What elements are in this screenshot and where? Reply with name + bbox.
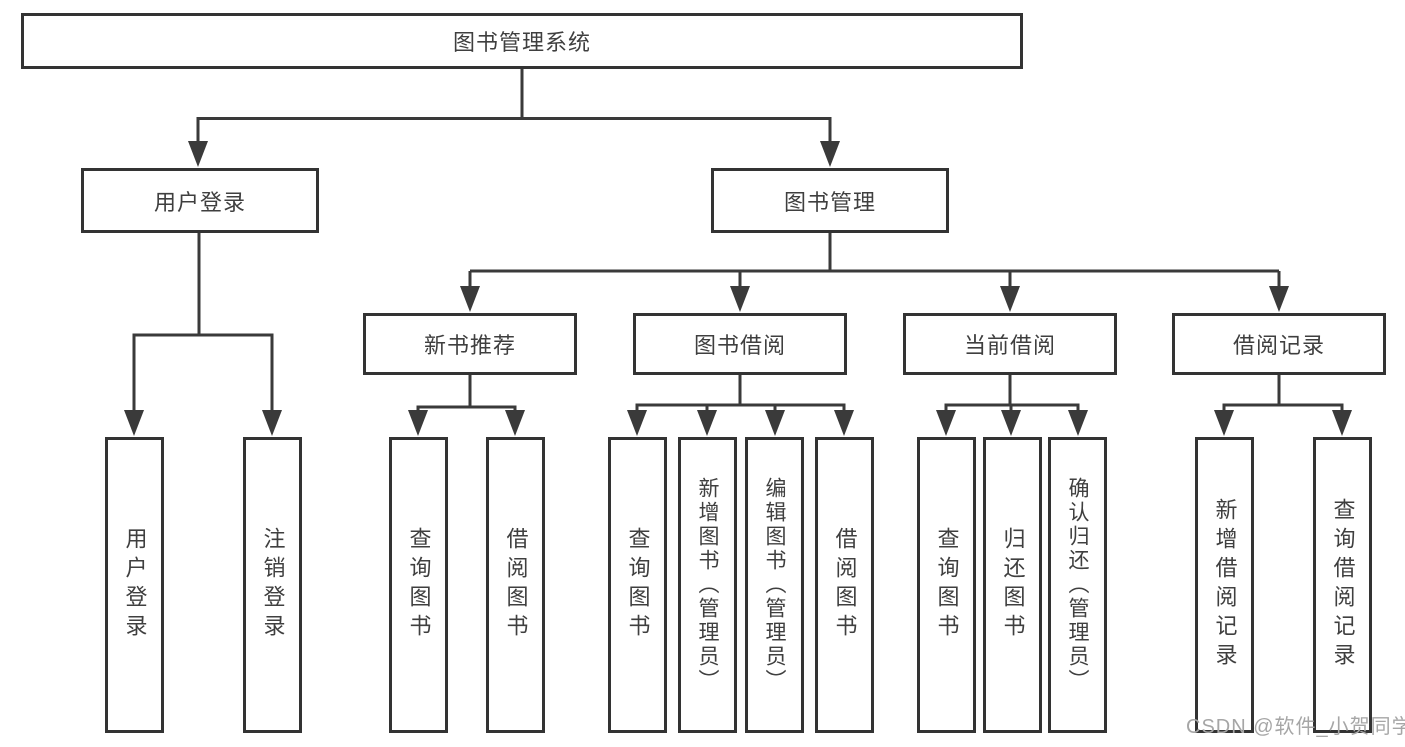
arrow-down-icon: [1214, 410, 1234, 436]
arrow-down-icon: [765, 410, 785, 436]
leaf-add-borrow-record-label: 新增借阅记录: [1212, 498, 1238, 672]
leaf-confirm-return-admin: 确认归还（管理员）: [1048, 437, 1107, 733]
leaf-query-books-borrow: 查询图书: [608, 437, 667, 733]
arrow-down-icon: [1269, 286, 1289, 312]
node-borrow-records: 借阅记录: [1172, 313, 1386, 375]
arrow-down-icon: [1332, 410, 1352, 436]
node-root-label: 图书管理系统: [452, 30, 591, 55]
node-borrow-records-label: 借阅记录: [1232, 333, 1325, 358]
leaf-edit-book-admin-label: 编辑图书（管理员）: [763, 477, 786, 693]
arrow-down-icon: [697, 410, 717, 436]
leaf-borrow-books-borrow: 借阅图书: [815, 437, 874, 733]
arrow-down-icon: [124, 410, 144, 436]
node-book-management: 图书管理: [711, 168, 949, 233]
leaf-query-books-current: 查询图书: [917, 437, 976, 733]
leaf-borrow-books-recommend: 借阅图书: [486, 437, 545, 733]
leaf-add-borrow-record: 新增借阅记录: [1195, 437, 1254, 733]
leaf-add-book-admin: 新增图书（管理员）: [678, 437, 737, 733]
csdn-watermark: CSDN @软件_小贺同学: [1186, 716, 1405, 738]
arrow-down-icon: [262, 410, 282, 436]
arrow-down-icon: [1000, 286, 1020, 312]
leaf-logout: 注销登录: [243, 437, 302, 733]
leaf-edit-book-admin: 编辑图书（管理员）: [745, 437, 804, 733]
node-book-management-label: 图书管理: [783, 189, 876, 215]
leaf-add-book-admin-label: 新增图书（管理员）: [696, 477, 719, 693]
arrow-down-icon: [188, 141, 208, 167]
leaf-borrow-books-recommend-label: 借阅图书: [503, 527, 529, 643]
leaf-query-books-recommend: 查询图书: [389, 437, 448, 733]
node-user-login-label: 用户登录: [153, 189, 246, 215]
leaf-return-book: 归还图书: [983, 437, 1042, 733]
arrow-down-icon: [1068, 410, 1088, 436]
leaf-query-books-borrow-label: 查询图书: [625, 527, 651, 643]
arrow-down-icon: [460, 286, 480, 312]
arrow-down-icon: [408, 410, 428, 436]
leaf-user-login: 用户登录: [105, 437, 164, 733]
connector-user-login-to-leaves: [132, 232, 274, 430]
leaf-query-borrow-record-label: 查询借阅记录: [1330, 498, 1356, 672]
leaf-user-login-label: 用户登录: [122, 527, 148, 643]
connector-book-management-to-level3: [468, 232, 1281, 306]
node-new-book-recommend-label: 新书推荐: [423, 333, 516, 358]
arrow-down-icon: [730, 286, 750, 312]
node-book-borrow-label: 图书借阅: [693, 333, 786, 358]
connector-borrow-records-to-leaves: [1222, 374, 1344, 430]
leaf-return-book-label: 归还图书: [1000, 527, 1026, 643]
leaf-query-borrow-record: 查询借阅记录: [1313, 437, 1372, 733]
node-current-borrow: 当前借阅: [903, 313, 1117, 375]
leaf-logout-label: 注销登录: [260, 527, 286, 643]
arrow-down-icon: [820, 141, 840, 167]
arrowheads: [124, 141, 1352, 436]
leaf-borrow-books-borrow-label: 借阅图书: [832, 527, 858, 643]
node-current-borrow-label: 当前借阅: [963, 333, 1056, 358]
connector-root-to-level2: [196, 68, 832, 160]
node-user-login: 用户登录: [81, 168, 319, 233]
node-root: 图书管理系统: [21, 13, 1023, 69]
leaf-query-books-current-label: 查询图书: [934, 527, 960, 643]
leaf-confirm-return-admin-label: 确认归还（管理员）: [1066, 477, 1089, 693]
node-new-book-recommend: 新书推荐: [363, 313, 577, 375]
arrow-down-icon: [1001, 410, 1021, 436]
connector-new-book-to-leaves: [416, 374, 517, 430]
arrow-down-icon: [834, 410, 854, 436]
arrow-down-icon: [627, 410, 647, 436]
node-book-borrow: 图书借阅: [633, 313, 847, 375]
connector-book-borrow-to-leaves: [635, 374, 846, 430]
leaf-query-books-recommend-label: 查询图书: [406, 527, 432, 643]
arrow-down-icon: [936, 410, 956, 436]
arrow-down-icon: [505, 410, 525, 436]
